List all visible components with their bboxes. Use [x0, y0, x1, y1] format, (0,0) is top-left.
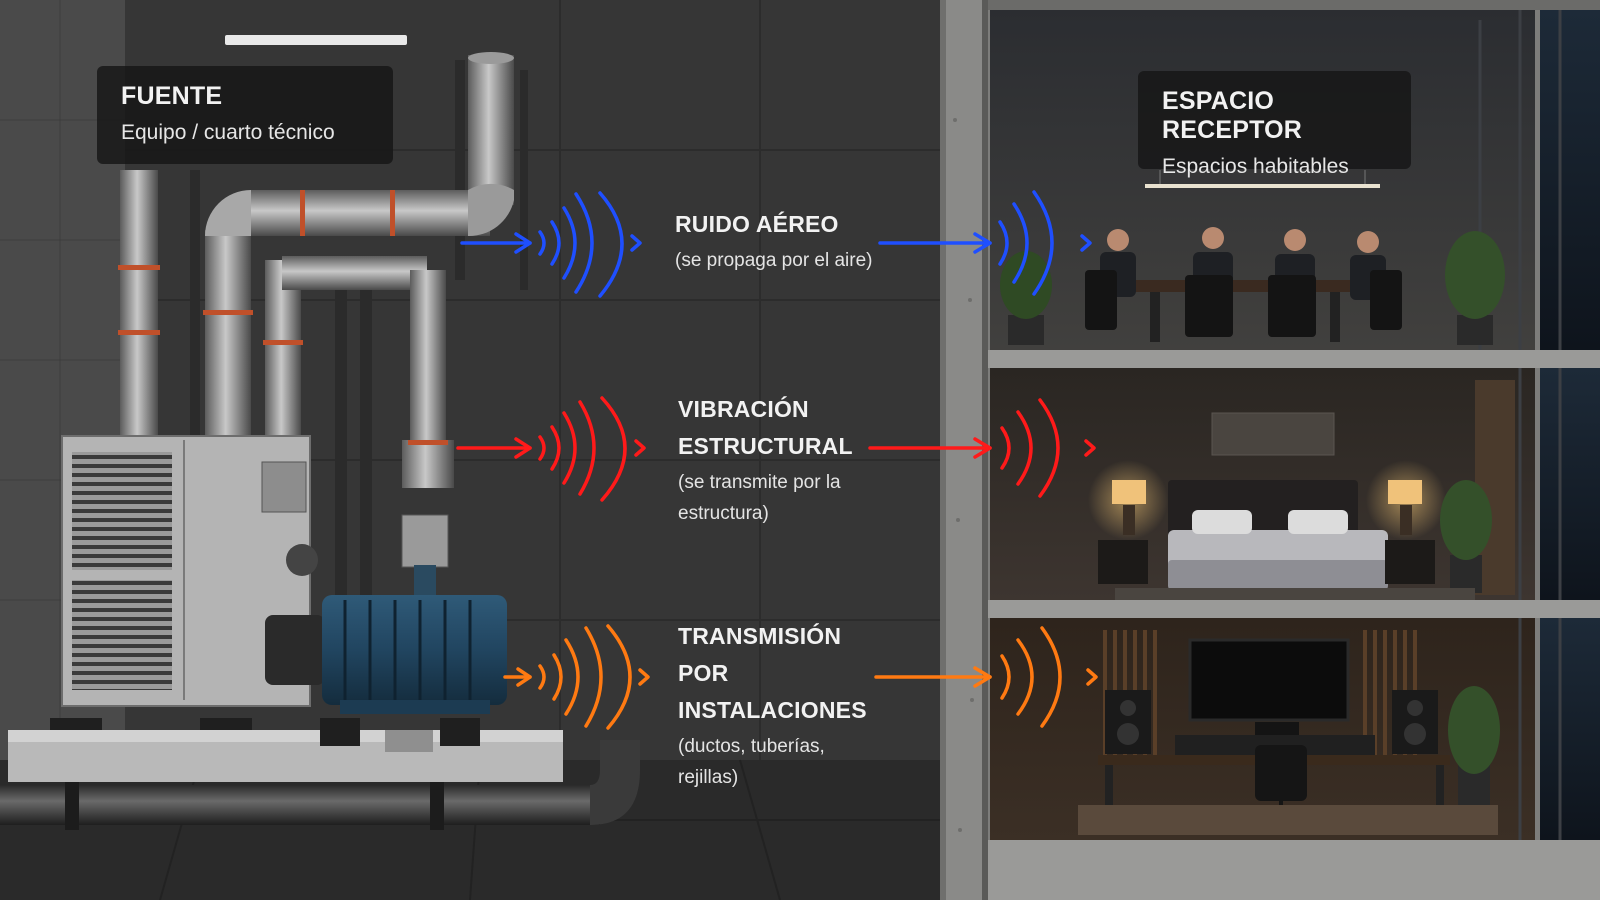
- airborne-room-wave-3: [1032, 190, 1054, 296]
- vibration-room-wave-3: [1038, 398, 1060, 498]
- receiver-subtitle: Espacios habitables: [1162, 155, 1349, 178]
- structural-vibration-path: [456, 396, 1096, 502]
- installations-room-wave-1: [1000, 654, 1011, 700]
- airborne-wave-1: [538, 230, 546, 256]
- receiver-label-box: ESPACIO RECEPTOR Espacios habitables: [1138, 71, 1411, 178]
- airborne-room-wave-2: [1012, 202, 1029, 284]
- vibration-wave-5: [600, 396, 627, 502]
- air-handling-unit: [50, 435, 318, 746]
- structural-vibration-title: VIBRACIÓN ESTRUCTURAL: [678, 396, 853, 459]
- airborne-wave-5: [598, 191, 624, 298]
- source-title: FUENTE: [121, 82, 223, 110]
- vibration-room-wave-1: [1000, 426, 1011, 470]
- installations-transmission-title: TRANSMISIÓN POR INSTALACIONES: [678, 623, 867, 723]
- airborne-wave-4: [574, 192, 594, 294]
- installations-wave-2: [552, 653, 563, 701]
- airborne-noise-label: RUIDO AÉREO (se propaga por el aire): [675, 206, 905, 276]
- receiving-building: [988, 0, 1600, 900]
- vibration-room-wave-2: [1016, 410, 1033, 486]
- receiver-title: ESPACIO RECEPTOR: [1162, 87, 1303, 144]
- airborne-wave-3: [562, 206, 577, 280]
- installations-wave-4: [584, 626, 603, 728]
- structural-vibration-desc: (se transmite por la estructura): [678, 472, 841, 524]
- source-subtitle: Equipo / cuarto técnico: [121, 121, 335, 144]
- installations-wave-5: [606, 624, 632, 730]
- installations-wave-1: [538, 664, 546, 690]
- installations-transmission-path: [503, 624, 1098, 730]
- airborne-wave-2: [550, 220, 561, 266]
- structural-vibration-label: VIBRACIÓN ESTRUCTURAL (se transmite por …: [678, 391, 868, 529]
- airborne-noise-title: RUIDO AÉREO: [675, 211, 839, 237]
- pipes-and-ducts: [0, 52, 640, 830]
- meeting-room: [988, 10, 1600, 368]
- source-label-box: FUENTE Equipo / cuarto técnico: [97, 66, 393, 164]
- media-room: [988, 618, 1600, 900]
- motor-pump: [8, 514, 563, 782]
- bedroom: [988, 368, 1600, 618]
- airborne-noise-desc: (se propaga por el aire): [675, 250, 873, 271]
- vibration-wave-3: [562, 411, 577, 485]
- installations-wave-3: [564, 638, 580, 716]
- airborne-noise-path: [460, 190, 1092, 298]
- vibration-wave-2: [550, 425, 561, 471]
- vibration-wave-4: [578, 400, 596, 496]
- concrete-column: [940, 0, 988, 900]
- airborne-room-wave-1: [998, 220, 1009, 266]
- installations-transmission-label: TRANSMISIÓN POR INSTALACIONES (ductos, t…: [678, 618, 888, 793]
- installations-room-wave-2: [1016, 638, 1034, 716]
- installations-room-wave-3: [1040, 626, 1062, 728]
- vibration-wave-1: [538, 435, 546, 461]
- installations-transmission-desc: (ductos, tuberías, rejillas): [678, 736, 825, 788]
- ceiling-light: [225, 35, 407, 45]
